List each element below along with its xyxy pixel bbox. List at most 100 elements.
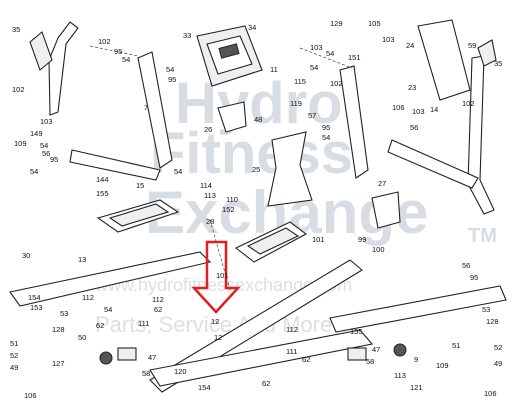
part-label: 154 xyxy=(198,383,211,392)
part-label: 25 xyxy=(252,165,261,174)
part-label: 128 xyxy=(486,317,499,326)
part-label: 62 xyxy=(154,305,163,314)
part-label: 49 xyxy=(10,363,19,372)
right-lower-link xyxy=(387,139,479,189)
part-label: 12 xyxy=(214,333,223,342)
part-label: 152 xyxy=(222,205,235,214)
part-label: 15 xyxy=(136,181,145,190)
part-label: 51 xyxy=(452,341,461,350)
part-label: 155 xyxy=(96,189,109,198)
part-label: 56 xyxy=(42,149,51,158)
part-label: 155 xyxy=(350,327,363,336)
part-label: 106 xyxy=(484,389,497,398)
part-label: 121 xyxy=(410,383,423,392)
leader-1 xyxy=(89,45,139,57)
part-label: 50 xyxy=(78,333,87,342)
part-label: 9 xyxy=(414,355,419,364)
part-label: 112 xyxy=(82,293,94,302)
part-label: 59 xyxy=(468,41,477,50)
center-mast xyxy=(267,131,313,207)
part-label: 119 xyxy=(290,99,302,108)
part-label: 23 xyxy=(408,83,417,92)
part-label: 111 xyxy=(138,319,150,328)
part-label: 99 xyxy=(358,235,367,244)
part-label: 112 xyxy=(152,295,164,304)
part-label: 154 xyxy=(28,293,41,302)
part-label: 62 xyxy=(302,355,311,364)
part-label: 153 xyxy=(30,303,43,312)
part-label: 53 xyxy=(482,305,491,314)
part-label: 49 xyxy=(494,359,503,368)
roller-left xyxy=(117,347,137,361)
rear-stabilizer xyxy=(149,329,374,387)
part-label: 106 xyxy=(392,103,405,112)
left-base-rail xyxy=(9,251,212,307)
callout-part-label: 12 xyxy=(211,317,220,326)
right-upper-arm xyxy=(339,65,369,179)
part-label: 103 xyxy=(310,43,323,52)
part-label: 114 xyxy=(200,181,212,190)
part-label: 103 xyxy=(382,35,395,44)
part-label: 102 xyxy=(98,37,111,46)
watermark-line-2: Fitness xyxy=(150,121,354,186)
part-label: 144 xyxy=(96,175,109,184)
console xyxy=(196,25,263,87)
part-label: 58 xyxy=(142,369,151,378)
roller-right xyxy=(347,347,367,361)
leader-2 xyxy=(299,47,353,69)
part-label: 151 xyxy=(348,53,361,62)
part-label: 54 xyxy=(326,49,335,58)
part-label: 129 xyxy=(330,19,343,28)
right-handlebar xyxy=(467,39,497,215)
part-label: 58 xyxy=(366,357,375,366)
part-label: 106 xyxy=(24,391,37,400)
part-label: 95 xyxy=(168,75,177,84)
part-label: 56 xyxy=(410,123,419,132)
left-pedal xyxy=(96,199,180,233)
part-label: 101 xyxy=(312,235,325,244)
part-label: 13 xyxy=(78,255,87,264)
part-label: 34 xyxy=(248,23,257,32)
part-label: 102 xyxy=(12,85,25,94)
watermark-line-1: Hydro xyxy=(175,71,343,136)
part-label: 33 xyxy=(183,31,192,40)
part-label: 35 xyxy=(12,25,21,34)
part-label: 54 xyxy=(166,65,175,74)
part-label: 149 xyxy=(30,129,43,138)
callout-arrow xyxy=(191,240,241,314)
bottle-holder xyxy=(217,101,247,133)
wheel-left xyxy=(99,351,113,365)
part-label: 54 xyxy=(122,55,131,64)
right-base-rail xyxy=(329,285,507,333)
part-label: 28 xyxy=(206,217,215,226)
cup-27 xyxy=(371,191,401,229)
part-label: 52 xyxy=(10,351,19,360)
part-label: 103 xyxy=(412,107,425,116)
part-label: 52 xyxy=(494,343,503,352)
part-label: 62 xyxy=(262,379,271,388)
part-label: 26 xyxy=(204,125,213,134)
part-label: 109 xyxy=(14,139,27,148)
center-base-rail xyxy=(149,259,363,393)
part-label: 56 xyxy=(462,261,471,270)
part-label: 95 xyxy=(322,123,331,132)
part-label: 7 xyxy=(144,103,149,112)
part-label: 27 xyxy=(378,179,387,188)
watermark-trademark: TM xyxy=(468,225,497,247)
part-label: 47 xyxy=(372,345,381,354)
part-label: 100 xyxy=(372,245,385,254)
part-label: 54 xyxy=(104,305,113,314)
part-label: 105 xyxy=(368,19,381,28)
wheel-right xyxy=(393,343,407,357)
part-label: 47 xyxy=(148,353,157,362)
part-label: 110 xyxy=(226,195,238,204)
part-label: 54 xyxy=(322,133,331,142)
part-label: 14 xyxy=(430,105,439,114)
part-label: 95 xyxy=(470,273,479,282)
part-label: 35 xyxy=(494,59,503,68)
watermark-url: www.hydrofitnessexchange.com xyxy=(95,275,353,295)
part-label: 115 xyxy=(294,77,306,86)
left-handlebar xyxy=(29,21,79,116)
